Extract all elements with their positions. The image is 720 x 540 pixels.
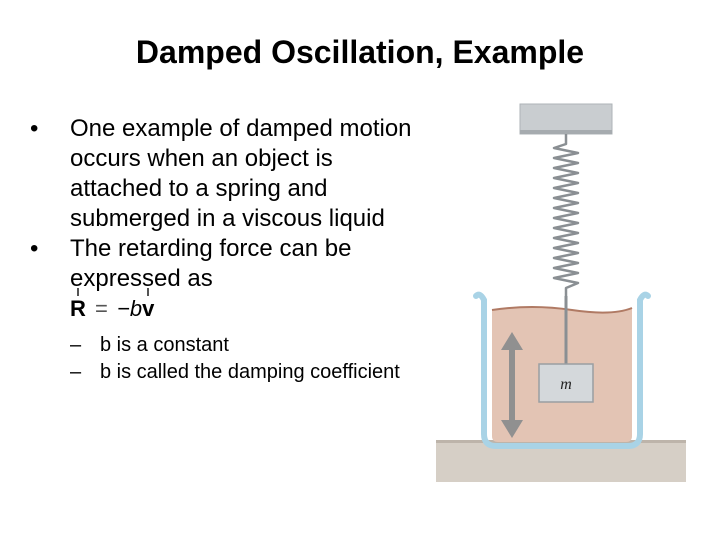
- damped-spring-figure: m: [432, 100, 692, 490]
- mass-label: m: [560, 376, 572, 393]
- slide-body: • One example of damped motion occurs wh…: [30, 114, 430, 386]
- sub-bullet-text: b is called the damping coefficient: [100, 361, 400, 383]
- formula-coefficient: −b: [117, 296, 143, 321]
- sub-bullet-marker: –: [70, 334, 82, 356]
- bullet-text: One example of damped motion occurs when…: [70, 115, 412, 232]
- bullet-item: • One example of damped motion occurs wh…: [30, 114, 430, 234]
- formula-lhs: R: [70, 288, 86, 322]
- formula-equals: =: [95, 296, 108, 321]
- sub-bullet-item: – b is a constant: [30, 332, 430, 359]
- bullet-item: • The retarding force can be expressed a…: [30, 234, 430, 294]
- sub-bullet-text: b is a constant: [100, 334, 229, 356]
- bullet-marker: •: [30, 115, 39, 142]
- slide-title: Damped Oscillation, Example: [135, 34, 585, 70]
- ceiling-support: [519, 103, 613, 135]
- beaker: [473, 291, 651, 449]
- mass-block: [538, 363, 594, 403]
- bullet-marker: •: [30, 235, 39, 262]
- sub-bullet-item: – b is called the damping coefficient: [30, 359, 430, 386]
- bullet-text: The retarding force can be expressed as: [70, 235, 352, 292]
- spring: [552, 134, 580, 296]
- formula-velocity: v: [142, 288, 154, 322]
- sub-bullet-marker: –: [70, 361, 82, 383]
- oscillation-arrow: [501, 332, 523, 438]
